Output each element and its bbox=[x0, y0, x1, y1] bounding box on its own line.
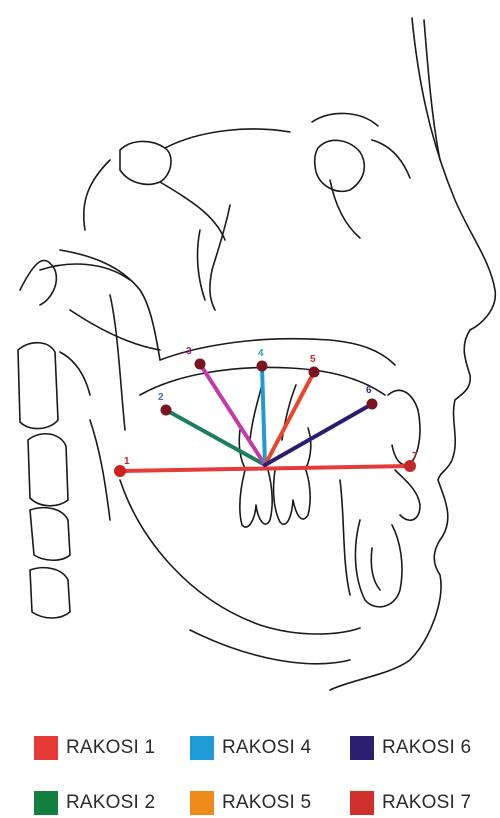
legend-item-rakosi-7: RAKOSI 7 bbox=[350, 788, 471, 818]
landmark-point-2 bbox=[161, 405, 172, 416]
rakosi-axis-lines bbox=[120, 364, 410, 471]
legend-swatch bbox=[190, 736, 214, 760]
legend-label: RAKOSI 5 bbox=[222, 792, 311, 814]
legend-swatch bbox=[190, 791, 214, 815]
legend-label: RAKOSI 6 bbox=[382, 737, 471, 759]
legend-label: RAKOSI 1 bbox=[66, 737, 155, 759]
landmark-point-5 bbox=[309, 367, 320, 378]
legend-swatch bbox=[350, 736, 374, 760]
legend-label: RAKOSI 4 bbox=[222, 737, 311, 759]
landmark-label-1: 1 bbox=[124, 456, 130, 467]
legend-item-rakosi-2: RAKOSI 2 bbox=[34, 788, 155, 818]
cephalometric-diagram: 1 2 3 4 5 6 7 bbox=[0, 0, 500, 700]
landmark-label-3: 3 bbox=[186, 346, 192, 357]
legend-item-rakosi-5: RAKOSI 5 bbox=[190, 788, 311, 818]
landmark-point-3 bbox=[195, 359, 206, 370]
landmark-point-4 bbox=[257, 361, 268, 372]
legend-item-rakosi-1: RAKOSI 1 bbox=[34, 733, 155, 763]
landmark-label-5: 5 bbox=[310, 354, 316, 365]
axis-line-rakosi-4 bbox=[262, 366, 265, 465]
legend-item-rakosi-4: RAKOSI 4 bbox=[190, 733, 311, 763]
skull-outline bbox=[18, 18, 495, 690]
legend-swatch bbox=[34, 791, 58, 815]
legend-item-rakosi-6: RAKOSI 6 bbox=[350, 733, 471, 763]
landmark-label-7: 7 bbox=[412, 451, 418, 462]
landmark-label-6: 6 bbox=[366, 385, 372, 396]
landmark-label-2: 2 bbox=[158, 392, 164, 403]
legend-label: RAKOSI 2 bbox=[66, 792, 155, 814]
legend-label: RAKOSI 7 bbox=[382, 792, 471, 814]
legend-swatch bbox=[34, 736, 58, 760]
legend-swatch bbox=[350, 791, 374, 815]
landmark-label-4: 4 bbox=[258, 348, 264, 359]
landmark-point-6 bbox=[367, 399, 378, 410]
legend: RAKOSI 1 RAKOSI 4 RAKOSI 6 RAKOSI 2 RAKO… bbox=[0, 700, 500, 817]
